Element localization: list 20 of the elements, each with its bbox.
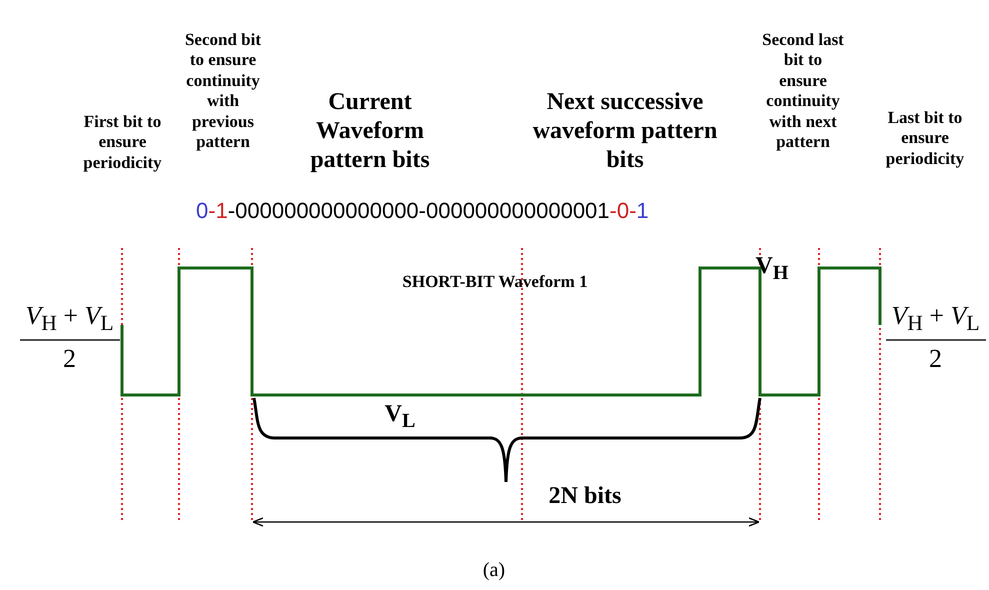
annotation: Next successive waveform pattern bits [532, 88, 718, 174]
bit-sequence: -000000000000000-000000000000001 [228, 198, 610, 223]
annotation: First bit to ensure periodicity [82, 112, 163, 174]
bit-sequence: -1 [208, 198, 228, 223]
caption: (a) [482, 558, 506, 582]
annotation: Current Waveform pattern bits [309, 88, 431, 174]
annotation: Second last bit to ensure continuity with next pattern [761, 30, 845, 152]
bit-sequence: 0 [196, 198, 208, 223]
dimension-label: 2N bits [548, 482, 622, 511]
voltage-label: V$_{L}$ [384, 400, 416, 433]
fraction-denominator: 2 [62, 343, 77, 374]
waveform-title: SHORT-BIT Waveform 1 [401, 272, 589, 292]
fraction-denominator: 2 [928, 343, 943, 374]
annotation: Last bit to ensure periodicity [884, 108, 966, 170]
bit-sequence: 1 [636, 198, 649, 223]
fraction-numerator: V$_{H}$ + V$_{L}$ [890, 300, 981, 336]
bit-sequence: -0- [610, 198, 636, 223]
annotation: Second bit to ensure continuity with previous pattern [184, 30, 262, 152]
voltage-label: V$_{H}$ [754, 252, 790, 285]
fraction-numerator: V$_{H}$ + V$_{L}$ [24, 300, 115, 336]
